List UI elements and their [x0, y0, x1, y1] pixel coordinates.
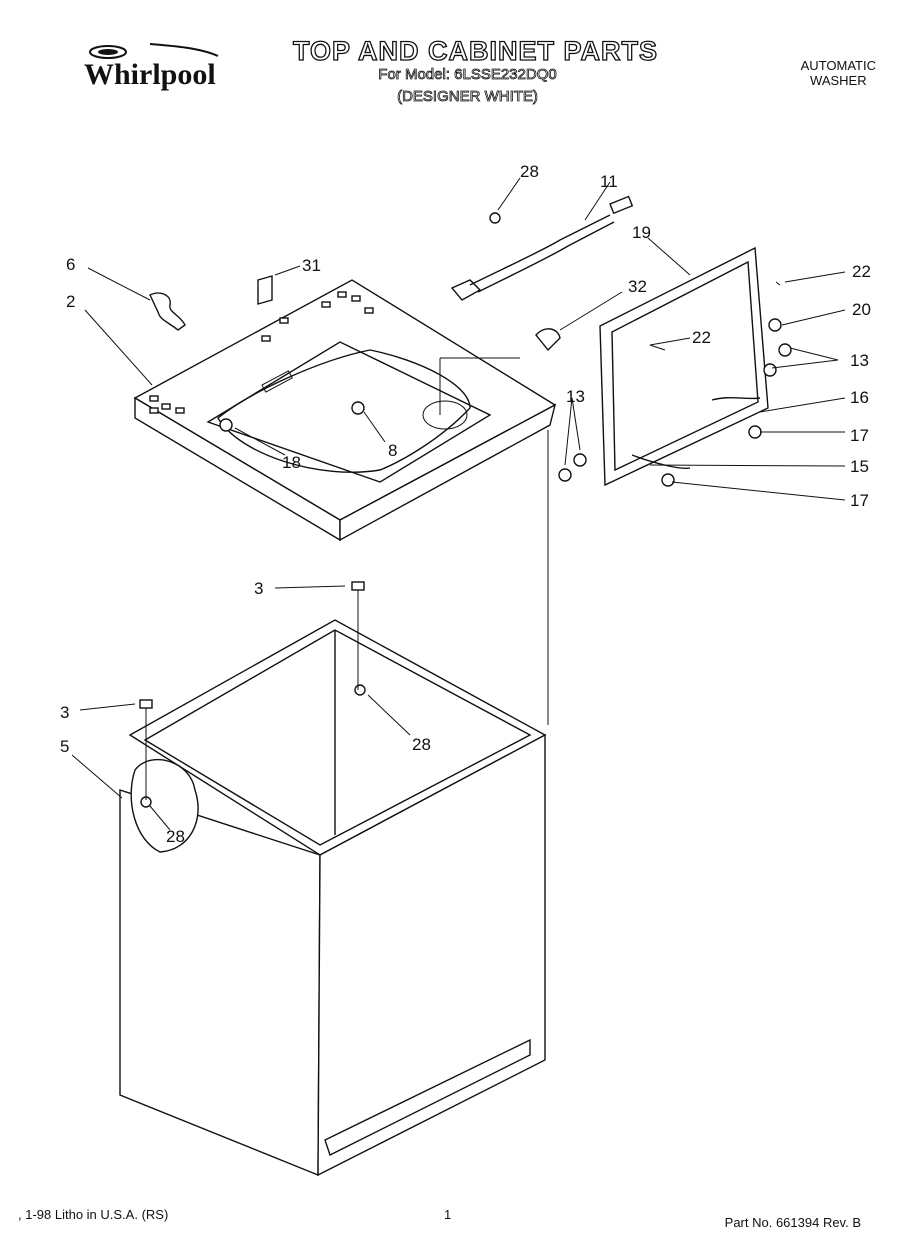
callout-22-inner: 22 — [692, 328, 711, 347]
svg-text:Whirlpool: Whirlpool — [84, 58, 216, 91]
callout-17-upper: 17 — [850, 426, 869, 445]
callout-6: 6 — [66, 255, 75, 274]
callout-28-side: 28 — [166, 827, 185, 846]
callout-17-lower: 17 — [850, 491, 869, 510]
lid-frame-part — [599, 246, 769, 487]
callout-28-screw-top: 28 — [520, 162, 539, 181]
product-type-line2: WASHER — [810, 73, 867, 88]
callout-2-top-panel: 2 — [66, 292, 75, 311]
callout-3-upper: 3 — [254, 579, 263, 598]
model-line: For Model: 6LSSE232DQ0 — [378, 66, 557, 84]
cabinet-part — [119, 619, 547, 1177]
callout-5-cabinet: 5 — [60, 737, 69, 756]
callout-20: 20 — [852, 300, 871, 319]
page-title: TOP AND CABINET PARTS — [292, 35, 659, 66]
callout-13-right: 13 — [850, 351, 869, 370]
top-panel-slots — [149, 291, 374, 414]
print-info: , 1-98 Litho in U.S.A. (RS) — [18, 1207, 169, 1222]
whirlpool-logo: Whirlpool — [84, 43, 219, 91]
callout-13-left: 13 — [566, 387, 585, 406]
callout-3-lower: 3 — [60, 703, 69, 722]
callout-16: 16 — [850, 388, 869, 407]
leader-lines — [71, 177, 846, 831]
callout-22-outer: 22 — [852, 262, 871, 281]
top-panel-part — [133, 279, 557, 542]
callout-28-cabinet: 28 — [412, 735, 431, 754]
part-number: Part No. 661394 Rev. B — [724, 1215, 861, 1230]
callout-32: 32 — [628, 277, 647, 296]
product-type-line1: AUTOMATIC — [800, 58, 876, 73]
product-type: AUTOMATIC WASHER — [801, 58, 876, 88]
page-number: 1 — [444, 1207, 452, 1222]
callout-labels: 28 11 19 6 31 2 32 22 22 20 13 13 16 17 … — [60, 162, 871, 846]
callout-18: 18 — [282, 453, 301, 472]
callout-8: 8 — [388, 441, 397, 460]
callout-11-wire-harness: 11 — [600, 172, 618, 191]
small-parts — [139, 195, 792, 808]
callout-19-lid: 19 — [632, 223, 651, 242]
callout-31: 31 — [302, 256, 321, 275]
color-line: (DESIGNER WHITE) — [397, 88, 539, 106]
callout-15: 15 — [850, 457, 869, 476]
